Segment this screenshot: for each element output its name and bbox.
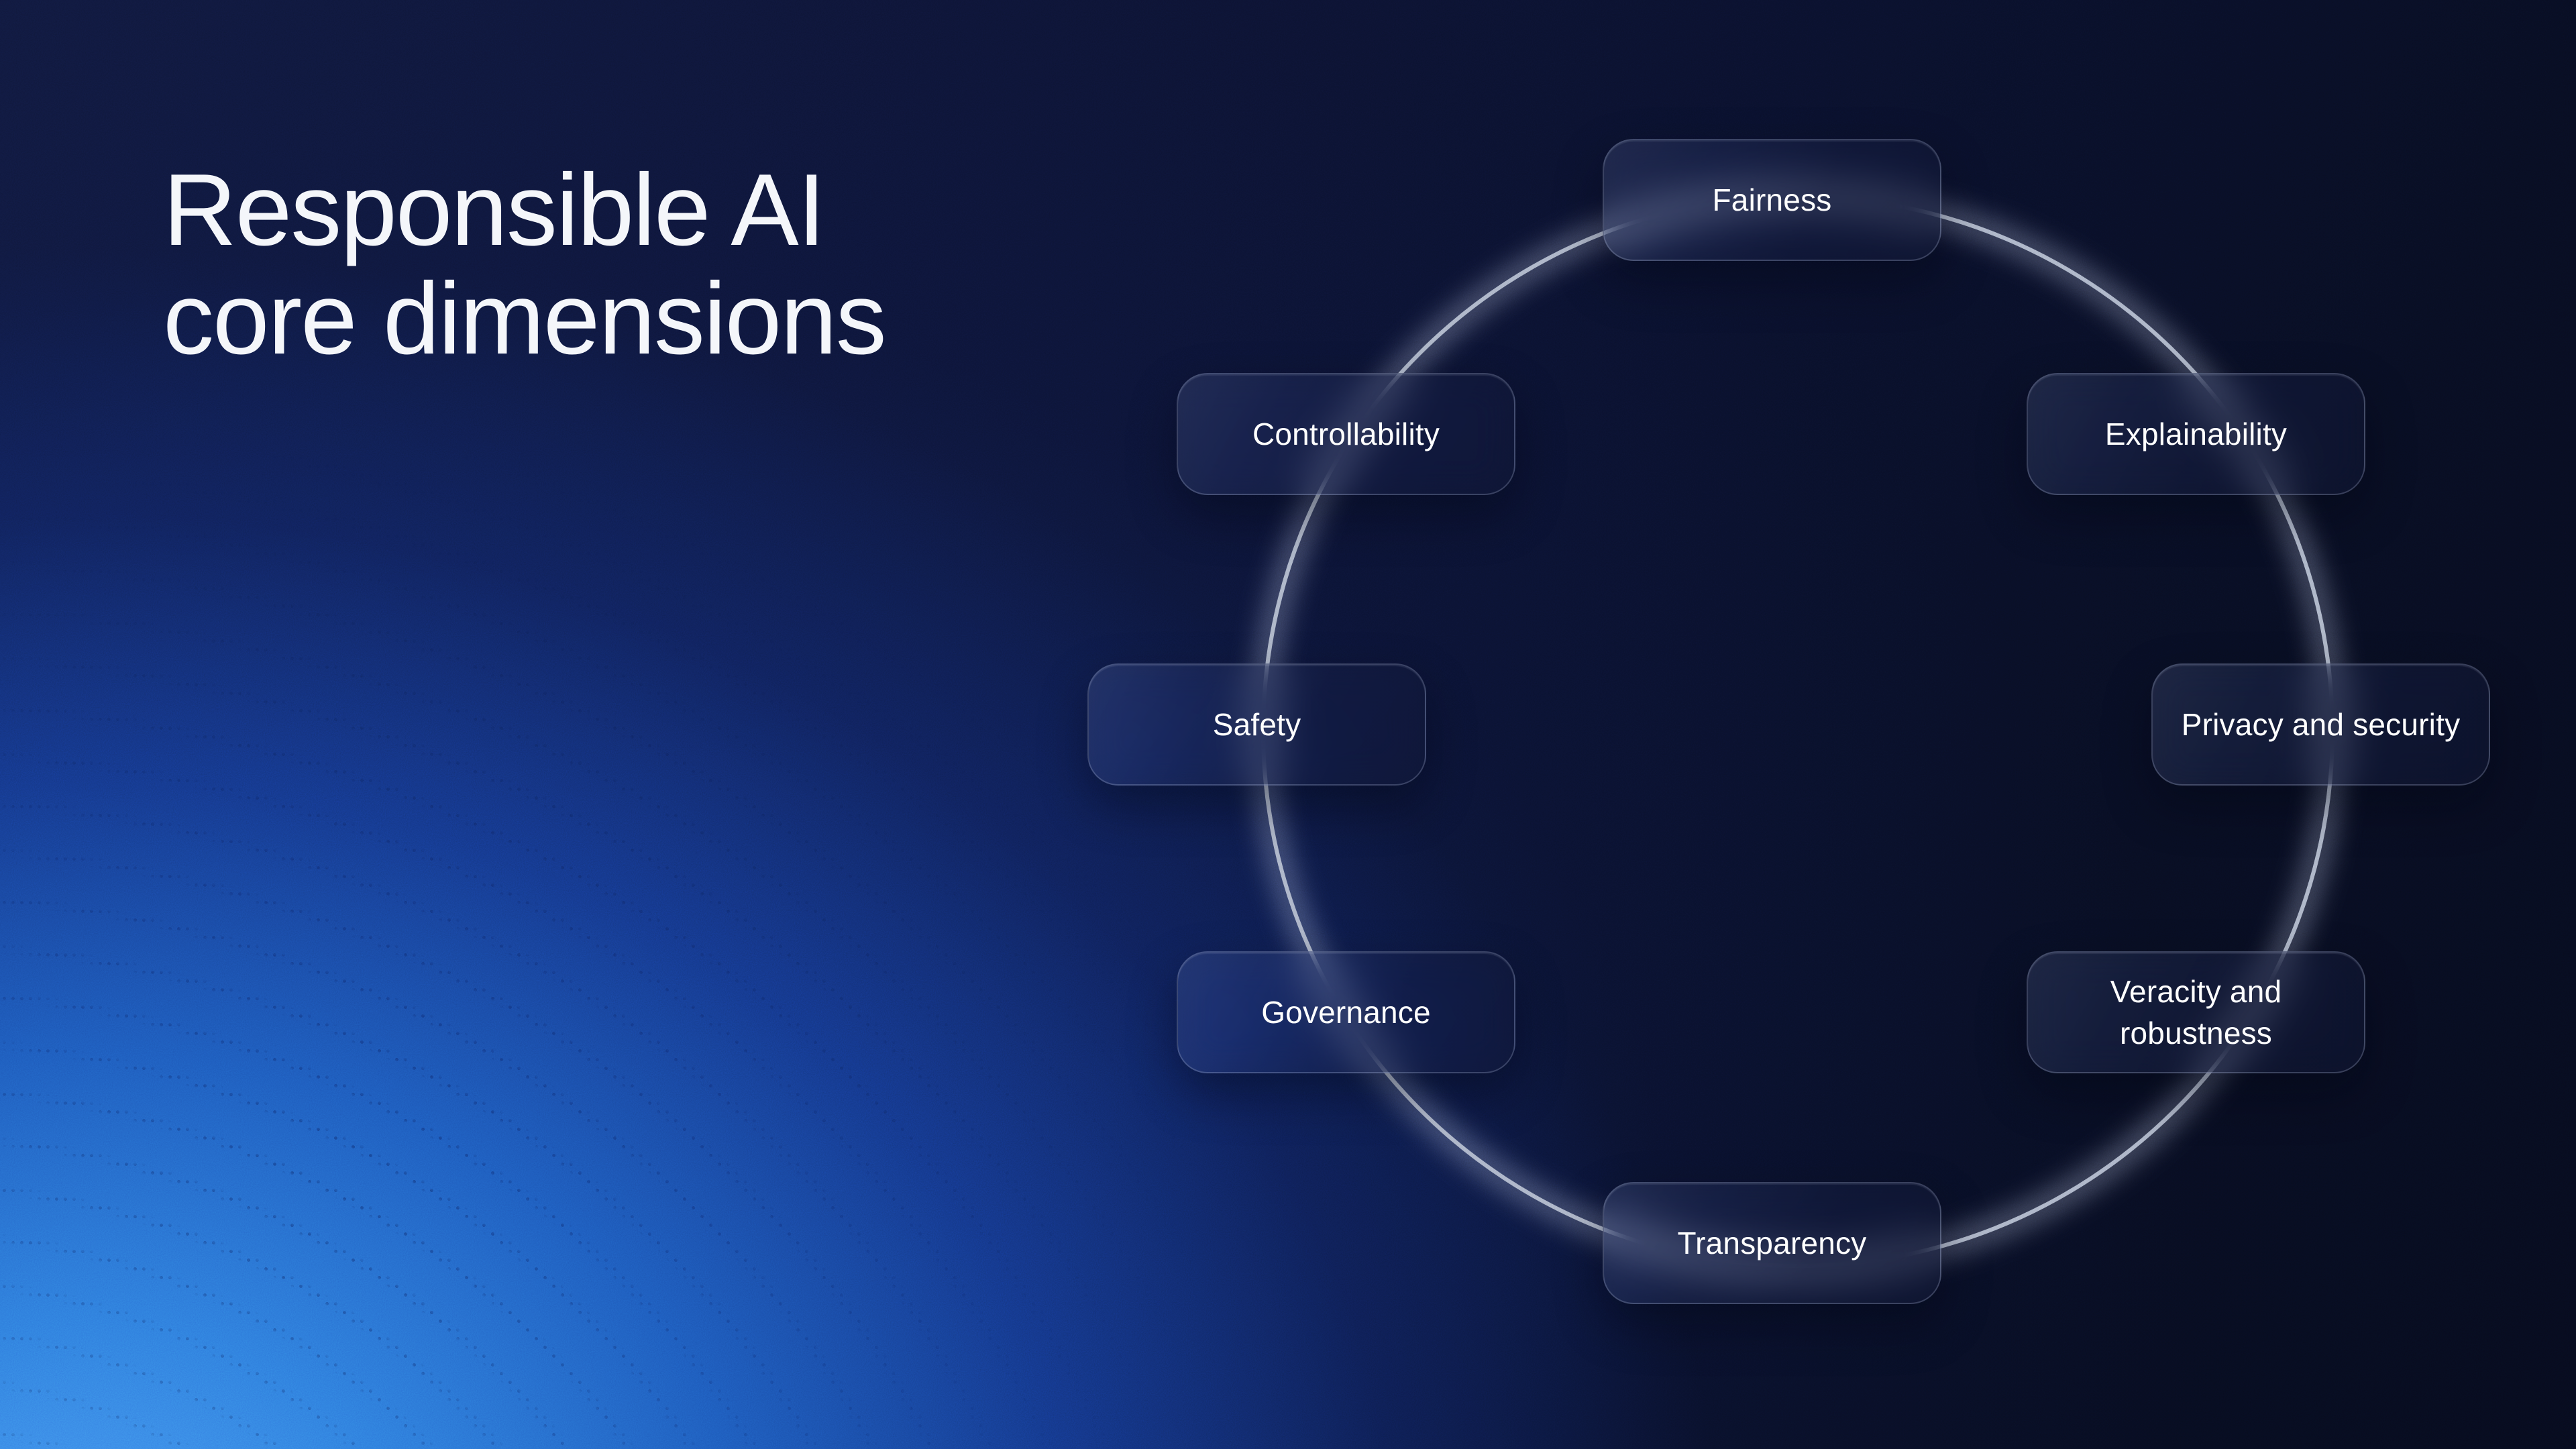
node-label: Veracity and robustness [2110,974,2282,1051]
node-card-controllability: Controllability [1177,373,1515,495]
node-card-privacy-security: Privacy and security [2151,663,2490,786]
node-card-governance: Governance [1177,951,1515,1073]
node-label: Safety [1212,707,1301,742]
node-card-explainability: Explainability [2027,373,2365,495]
node-label: Governance [1261,995,1431,1030]
node-label: Explainability [2104,417,2288,451]
node-card-veracity-robustness: Veracity and robustness [2027,951,2365,1073]
node-label: Transparency [1677,1226,1867,1260]
node-card-safety: Safety [1087,663,1426,786]
node-label: Controllability [1252,417,1440,451]
page-title-line2: core dimensions [163,262,887,376]
page-title: Responsible AI core dimensions [163,153,887,376]
page-title-line1: Responsible AI [163,153,826,267]
node-card-transparency: Transparency [1603,1182,1941,1304]
node-label: Privacy and security [2181,707,2461,742]
node-card-fairness: Fairness [1603,139,1941,261]
node-label: Fairness [1712,182,1832,217]
